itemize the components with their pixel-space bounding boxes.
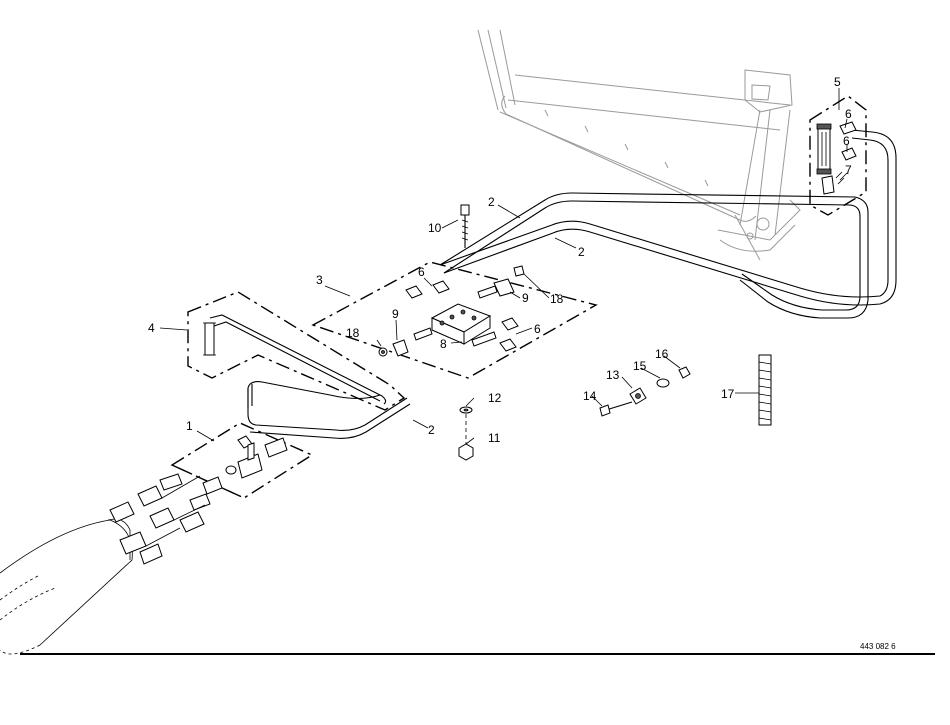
- fitting-group-1: [202, 435, 288, 495]
- machine-frame: [477, 29, 801, 261]
- hydraulic-line-2: [247, 129, 897, 439]
- tank-fittings: [0, 473, 211, 655]
- callout-9: 9: [522, 291, 529, 305]
- bolt-and-hardware: [458, 204, 474, 461]
- leader-lines: [159, 88, 848, 445]
- callout-6: 6: [845, 107, 852, 121]
- group-box-3: [311, 261, 598, 379]
- callout-1: 1: [186, 419, 193, 433]
- callout-18: 18: [346, 326, 360, 340]
- callout-7: 7: [845, 163, 852, 177]
- callout-14: 14: [583, 389, 597, 403]
- callout-16: 16: [655, 347, 669, 361]
- drawing-number: 443 082 6: [860, 642, 896, 651]
- callout-5: 5: [834, 75, 841, 89]
- callout-12: 12: [488, 391, 502, 405]
- callout-4: 4: [148, 321, 155, 335]
- callout-3: 3: [316, 273, 323, 287]
- callout-2: 2: [578, 245, 585, 259]
- callout-labels: 1 2 2 2 3 4 5 6 6 6 6 7 8 9 9 10 11 12 1…: [148, 75, 852, 445]
- callout-18: 18: [550, 292, 564, 306]
- hydraulic-line-4: [203, 314, 387, 405]
- callout-9: 9: [392, 307, 399, 321]
- callout-2: 2: [428, 423, 435, 437]
- callout-6: 6: [418, 265, 425, 279]
- callout-11: 11: [488, 431, 501, 445]
- callout-13: 13: [606, 368, 620, 382]
- callout-8: 8: [440, 337, 447, 351]
- callout-15: 15: [633, 359, 647, 373]
- callout-2: 2: [488, 195, 495, 209]
- group-box-4: [187, 291, 406, 411]
- flow-meter-assembly: [816, 121, 857, 195]
- callout-6: 6: [534, 322, 541, 336]
- callout-17: 17: [721, 387, 735, 401]
- loose-parts: [599, 354, 772, 426]
- valve-block-assembly: [378, 265, 525, 357]
- callout-10: 10: [428, 221, 442, 235]
- callout-6: 6: [843, 134, 850, 148]
